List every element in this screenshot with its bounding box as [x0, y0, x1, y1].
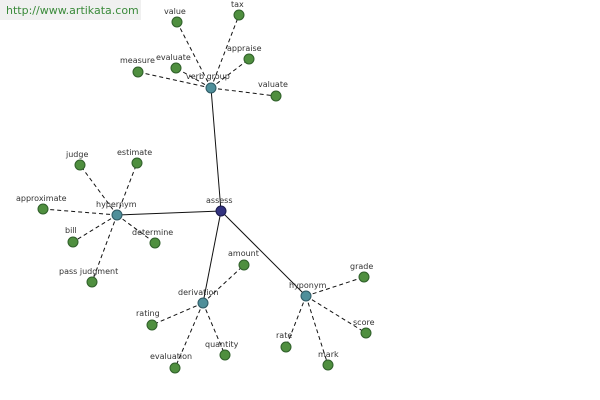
node-leaf-grade[interactable] [358, 271, 370, 283]
node-hub-verb-group[interactable] [205, 82, 217, 94]
node-hub-hyponym[interactable] [300, 290, 312, 302]
node-leaf-evaluation[interactable] [169, 362, 181, 374]
label-hub-derivation: derivation [178, 288, 218, 297]
node-leaf-rate[interactable] [280, 341, 292, 353]
label-leaf-value: value [164, 7, 186, 16]
node-leaf-rating[interactable] [146, 319, 158, 331]
edge-verb-group-valuate [210, 87, 277, 97]
edge-hypernym-estimate [116, 162, 138, 216]
edge-hypernym-bill [72, 214, 118, 243]
edge-hyponym-grade [305, 276, 365, 297]
label-leaf-estimate: estimate [117, 148, 152, 157]
edge-derivation-quantity [202, 302, 226, 356]
label-leaf-rate: rate [276, 331, 292, 340]
node-leaf-estimate[interactable] [131, 157, 143, 169]
label-leaf-quantity: quantity [205, 340, 239, 349]
edge-hypernym-determine [116, 214, 156, 244]
edge-hyponym-rate [285, 295, 307, 348]
node-leaf-approximate[interactable] [37, 203, 49, 215]
edge-hypernym-pass-judgment [91, 214, 118, 283]
edge-hyponym-score [305, 295, 367, 334]
node-center-assess[interactable] [215, 205, 227, 217]
label-leaf-valuate: valuate [258, 80, 288, 89]
label-hub-hyponym: hyponym [289, 281, 327, 290]
node-leaf-mark[interactable] [322, 359, 334, 371]
edge-center-hyponym [220, 210, 307, 297]
label-leaf-pass-judgment: pass judgment [59, 267, 118, 276]
node-hub-hypernym[interactable] [111, 209, 123, 221]
node-leaf-score[interactable] [360, 327, 372, 339]
node-leaf-evaluate[interactable] [170, 62, 182, 74]
edge-derivation-amount [202, 264, 245, 304]
label-leaf-rating: rating [136, 309, 160, 318]
edge-verb-group-value [176, 21, 212, 89]
edge-derivation-evaluation [174, 302, 204, 369]
label-leaf-determine: determine [132, 228, 173, 237]
watermark: http://www.artikata.com [0, 0, 141, 20]
edge-derivation-rating [151, 302, 204, 326]
label-leaf-approximate: approximate [16, 194, 67, 203]
label-hub-verb-group: verb group [186, 72, 230, 81]
node-leaf-measure[interactable] [132, 66, 144, 78]
edge-center-hypernym [116, 210, 222, 216]
edge-center-derivation [202, 210, 222, 304]
node-hub-derivation[interactable] [197, 297, 209, 309]
label-leaf-evaluate: evaluate [156, 53, 191, 62]
edge-hypernym-judge [79, 164, 118, 216]
label-leaf-judge: judge [65, 150, 88, 159]
label-leaf-tax: tax [231, 0, 244, 9]
label-hub-hypernym: hypernym [96, 200, 137, 209]
label-leaf-grade: grade [350, 262, 373, 271]
edge-verb-group-tax [210, 14, 240, 89]
node-leaf-amount[interactable] [238, 259, 250, 271]
node-leaf-appraise[interactable] [243, 53, 255, 65]
edge-hypernym-approximate [42, 208, 118, 216]
edge-verb-group-measure [137, 71, 212, 89]
edge-verb-group-appraise [210, 58, 250, 89]
label-leaf-mark: mark [318, 350, 339, 359]
node-leaf-bill[interactable] [67, 236, 79, 248]
node-leaf-value[interactable] [171, 16, 183, 28]
node-leaf-tax[interactable] [233, 9, 245, 21]
node-leaf-judge[interactable] [74, 159, 86, 171]
node-leaf-determine[interactable] [149, 237, 161, 249]
label-leaf-bill: bill [65, 226, 77, 235]
label-leaf-evaluation: evaluation [150, 352, 192, 361]
label-leaf-measure: measure [120, 56, 155, 65]
label-leaf-appraise: appraise [227, 44, 262, 53]
label-leaf-score: score [353, 318, 375, 327]
node-leaf-quantity[interactable] [219, 349, 231, 361]
node-leaf-valuate[interactable] [270, 90, 282, 102]
label-leaf-amount: amount [228, 249, 259, 258]
edge-hyponym-mark [305, 295, 329, 366]
edge-center-verb-group [210, 87, 222, 212]
node-leaf-pass-judgment[interactable] [86, 276, 98, 288]
label-center: assess [206, 196, 233, 205]
